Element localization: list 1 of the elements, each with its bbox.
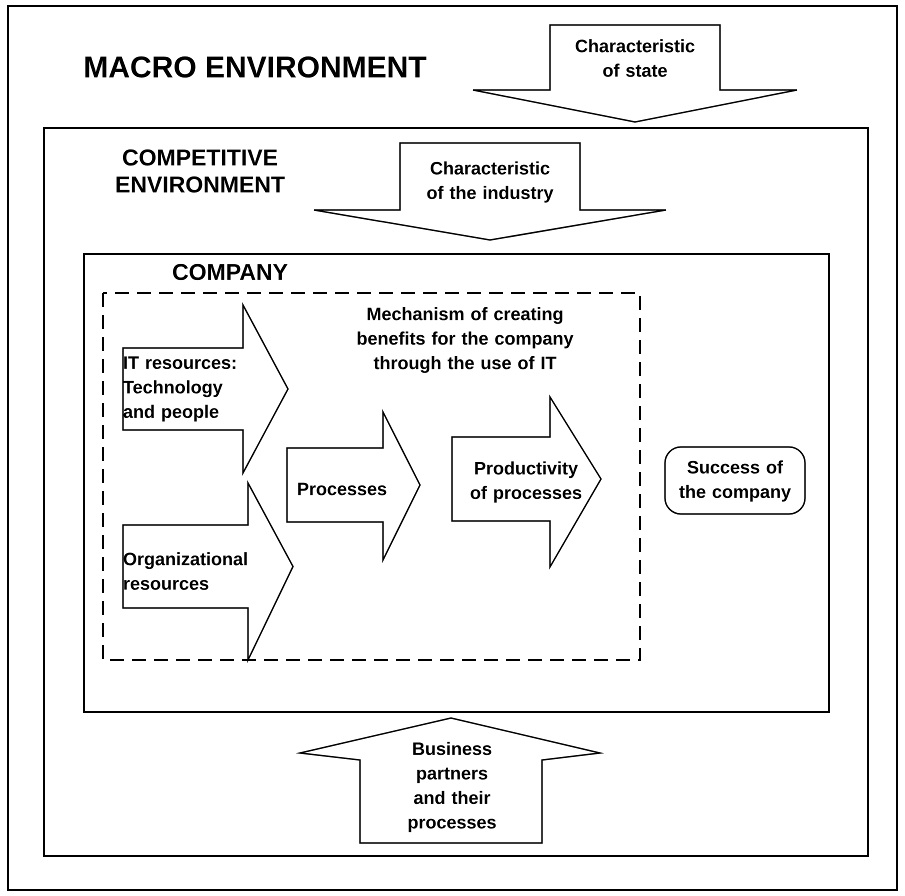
rounded-box: Success of the company [664,446,806,515]
